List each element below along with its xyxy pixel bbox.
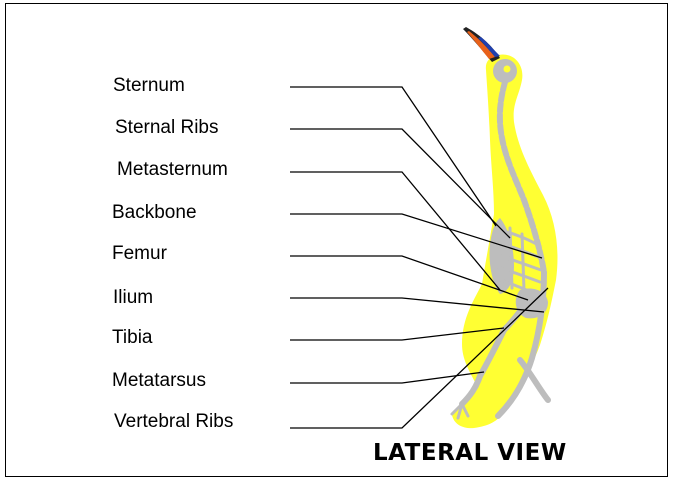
view-title: LATERAL VIEW <box>373 440 567 466</box>
eye-socket <box>504 66 511 73</box>
leader-line-metasternum <box>290 172 500 290</box>
leader-line-sternum <box>290 87 496 226</box>
beak-orange <box>467 31 495 59</box>
leader-line-sternal-ribs <box>290 129 510 238</box>
